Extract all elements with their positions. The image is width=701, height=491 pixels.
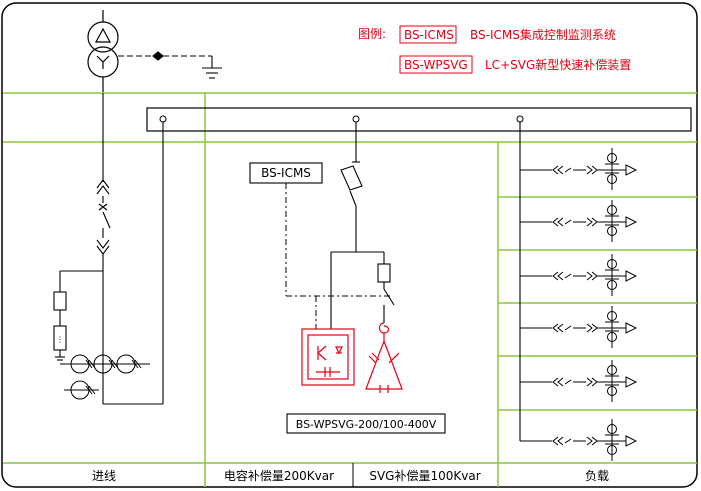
legend-desc-icms: BS-ICMS集成控制监测系统	[470, 27, 616, 42]
legend-code-icms: BS-ICMS	[404, 28, 454, 42]
load-feeder-1	[520, 148, 638, 190]
transformer-icon	[87, 10, 119, 92]
svg-model-label: BS-WPSVG-200/100-400V	[296, 418, 437, 431]
grid-lines	[3, 92, 697, 487]
load-feeder-3	[520, 254, 638, 296]
footer-svg: SVG补偿量100Kvar	[369, 468, 480, 483]
load-feeders	[520, 148, 638, 461]
load-feeder-6	[520, 419, 638, 461]
load-feeder-2	[520, 200, 638, 242]
capacitor-bank-icon	[365, 322, 403, 393]
legend-code-wpsvg: BS-WPSVG	[404, 58, 468, 72]
incoming-main-line	[53, 93, 164, 405]
fuse-dot-mark: ⋮	[56, 335, 64, 344]
footer-incoming: 进线	[92, 469, 116, 483]
legend-code-box-icms	[399, 25, 457, 44]
svg-model-box	[286, 413, 446, 434]
compensation-branch	[330, 122, 395, 329]
legend-desc-wpsvg: LC+SVG新型快速补偿装置	[485, 57, 631, 72]
neutral-ground-icon	[118, 51, 222, 79]
busbar	[146, 107, 692, 132]
load-feeder-4	[520, 306, 638, 348]
legend-prefix: 图例:	[358, 27, 386, 41]
icms-box-label: BS-ICMS	[261, 166, 311, 180]
current-transformer-icons	[60, 354, 150, 400]
load-feeder-5	[520, 360, 638, 402]
icms-control-wiring	[285, 183, 392, 329]
footer-load: 负载	[585, 469, 609, 483]
svg-device-icon	[301, 328, 355, 386]
legend-code-box-wpsvg	[399, 55, 473, 74]
footer-capacitor: 电容补偿量200Kvar	[224, 468, 334, 483]
busbar-taps	[159, 115, 524, 123]
